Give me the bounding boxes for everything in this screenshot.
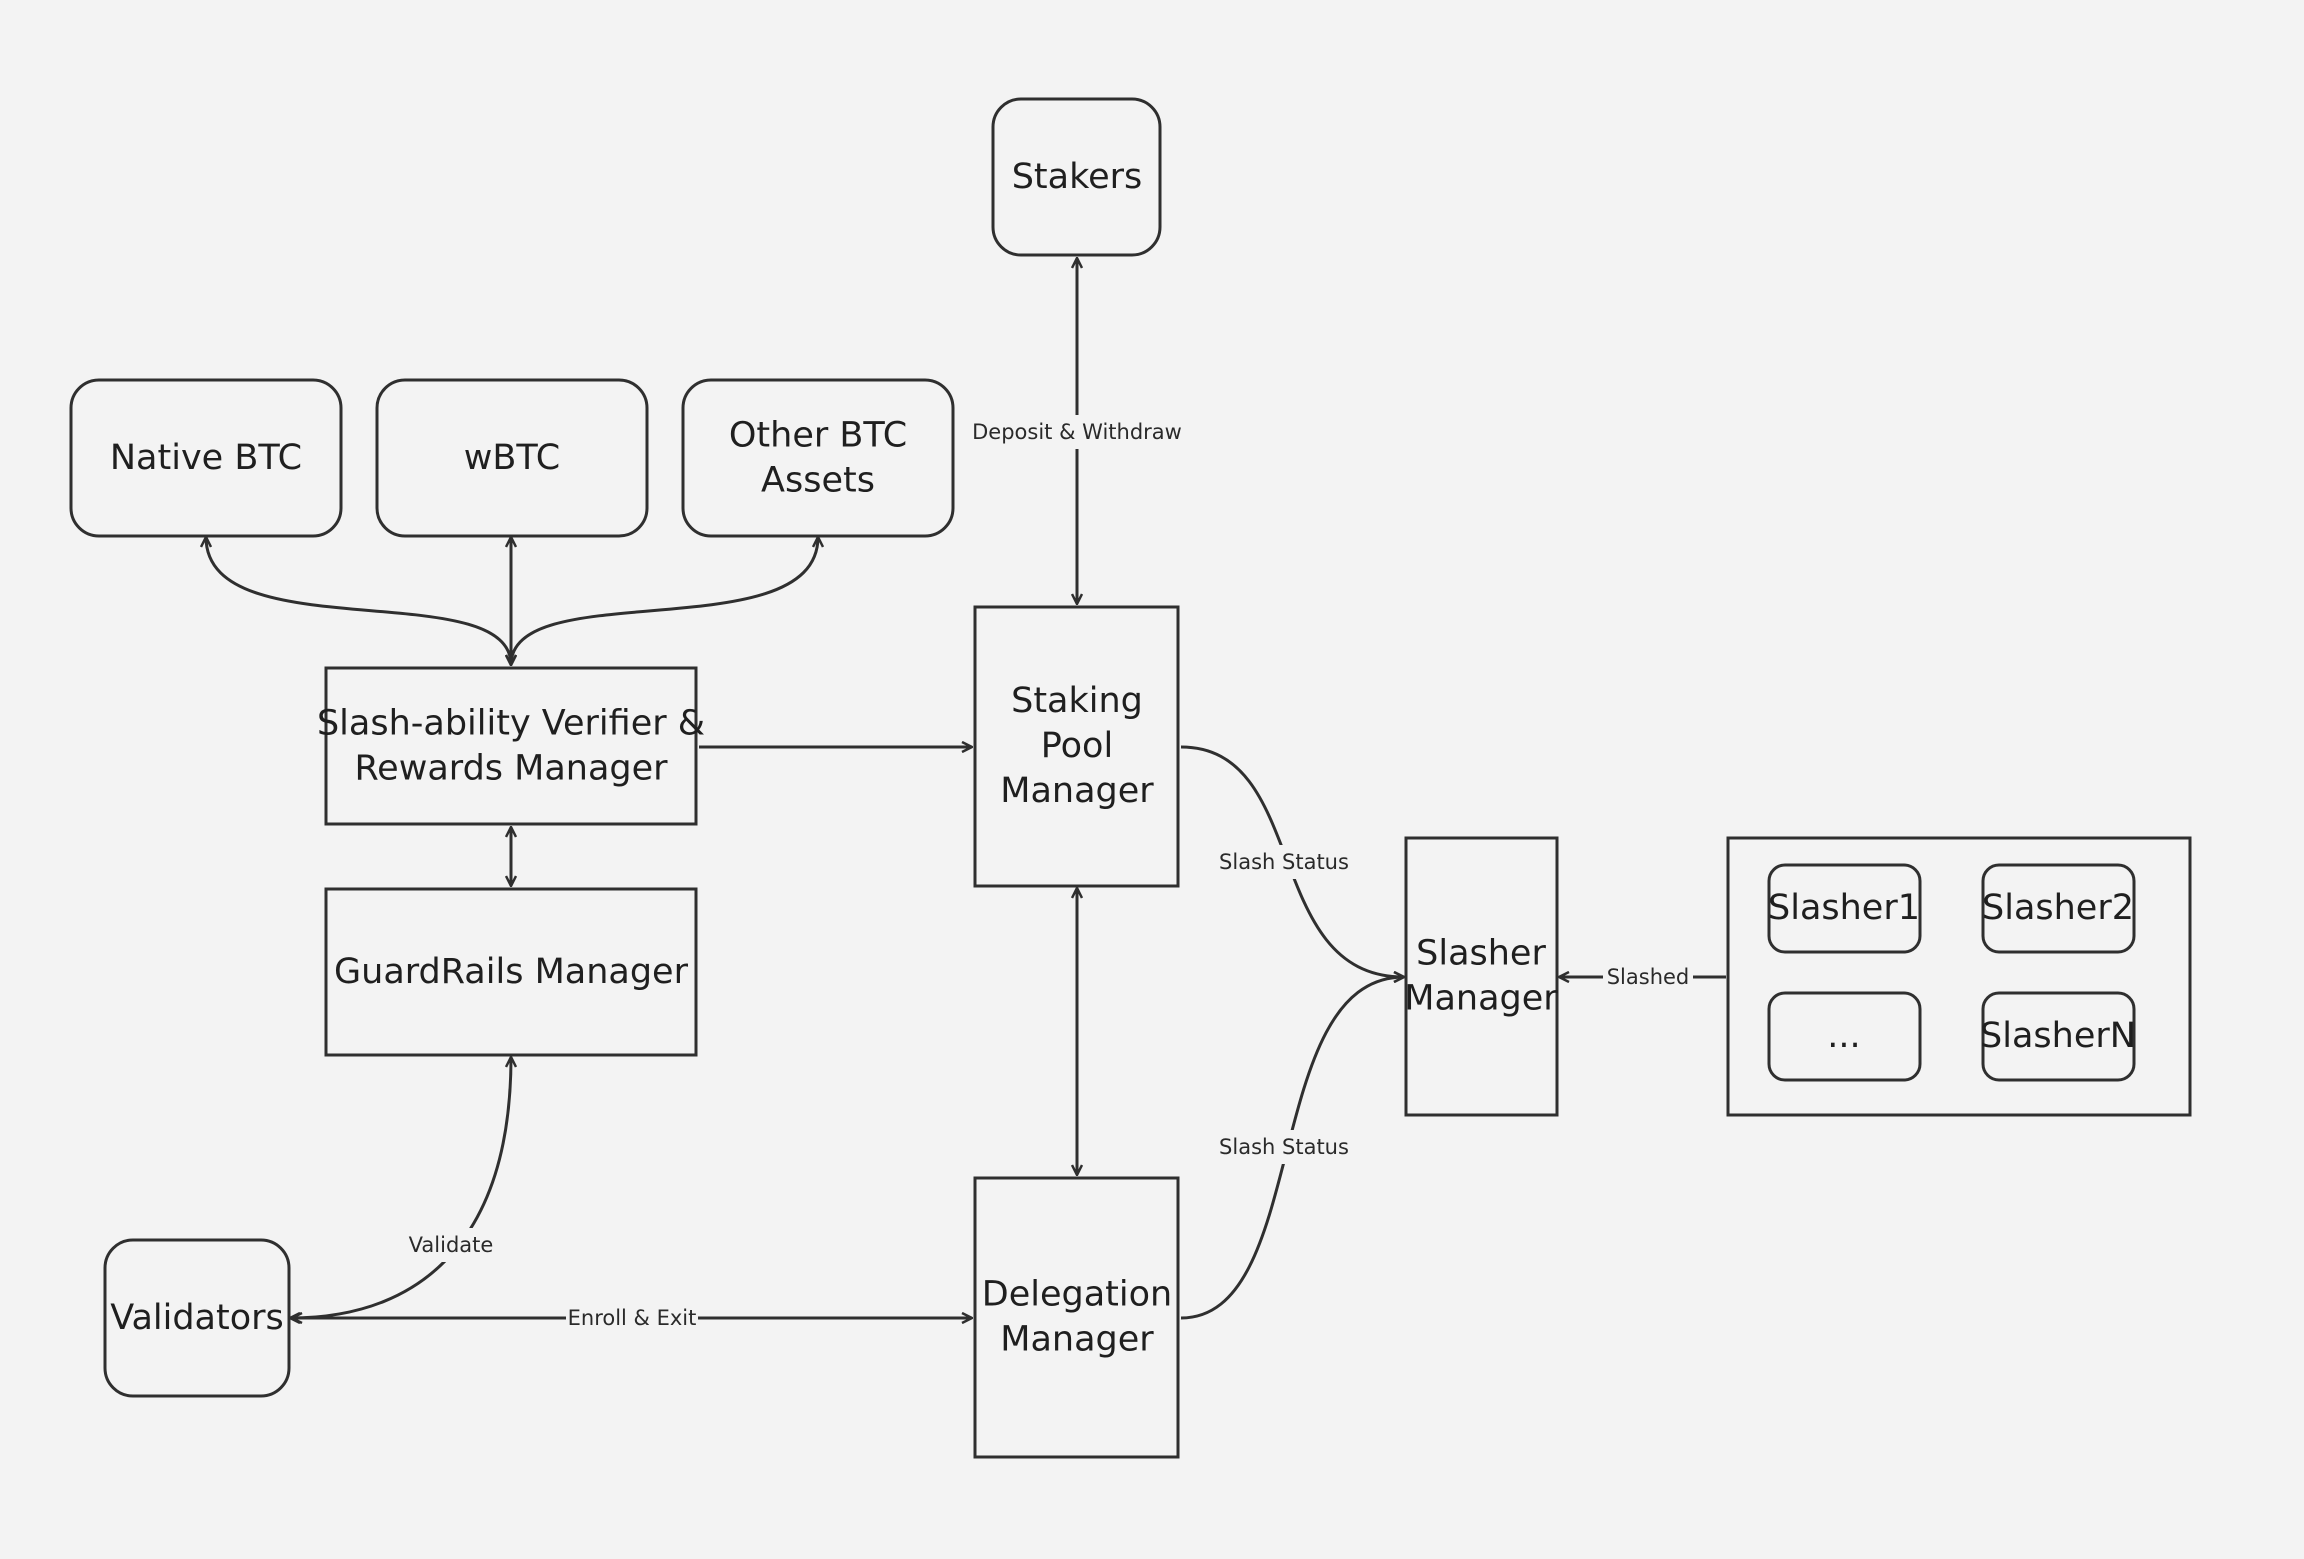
edge-label-deposit-withdraw: Deposit & Withdraw bbox=[970, 415, 1184, 449]
node-slasher-ellipsis-label: ... bbox=[1827, 1016, 1860, 1056]
node-label-line: GuardRails Manager bbox=[334, 952, 689, 992]
node-label-line: Manager bbox=[1000, 1320, 1154, 1360]
node-slashability-verifier-label: Slash-ability Verifier & Rewards Manager bbox=[317, 704, 705, 789]
node-label-line: Validators bbox=[110, 1298, 284, 1338]
node-native-btc-label: Native BTC bbox=[110, 438, 302, 478]
svg-text:Deposit & Withdraw: Deposit & Withdraw bbox=[972, 420, 1182, 444]
svg-text:Slashed: Slashed bbox=[1607, 965, 1690, 989]
edge-labels: Deposit & Withdraw Slash Status Slash St… bbox=[404, 415, 1693, 1335]
node-label-line: Native BTC bbox=[110, 438, 302, 478]
svg-text:Validate: Validate bbox=[409, 1233, 494, 1257]
svg-text:Slash Status: Slash Status bbox=[1219, 1135, 1349, 1159]
svg-text:Slash Status: Slash Status bbox=[1219, 850, 1349, 874]
node-guardrails-manager: GuardRails Manager bbox=[324, 887, 698, 1057]
node-label-line: wBTC bbox=[464, 438, 560, 478]
node-slashers-container: Slasher1 Slasher2 ... SlasherN bbox=[1726, 836, 2192, 1117]
node-label-line: Assets bbox=[761, 461, 875, 501]
node-guardrails-manager-label: GuardRails Manager bbox=[334, 952, 689, 992]
node-native-btc: Native BTC bbox=[69, 378, 343, 538]
edge-label-enroll-exit: Enroll & Exit bbox=[566, 1301, 698, 1335]
node-slashability-verifier: Slash-ability Verifier & Rewards Manager bbox=[317, 666, 705, 826]
node-slasher-ellipsis: ... bbox=[1767, 991, 1922, 1082]
node-label-line: Staking bbox=[1011, 681, 1143, 721]
node-slashern: SlasherN bbox=[1980, 991, 2136, 1082]
edge-label-slashed: Slashed bbox=[1603, 960, 1693, 994]
edge-guardrails-validators bbox=[290, 1057, 511, 1318]
node-stakers: Stakers bbox=[991, 97, 1162, 257]
node-label-line: Manager bbox=[1404, 979, 1558, 1019]
node-label-line: Pool bbox=[1041, 726, 1113, 766]
node-wbtc: wBTC bbox=[375, 378, 649, 538]
node-slasher1: Slasher1 bbox=[1767, 863, 1922, 954]
edge-native-btc-verifier bbox=[206, 537, 511, 665]
node-other-btc-assets: Other BTC Assets bbox=[681, 378, 955, 538]
node-slasher2-label: Slasher2 bbox=[1982, 888, 2134, 928]
svg-text:Enroll & Exit: Enroll & Exit bbox=[568, 1306, 697, 1330]
edge-label-validate: Validate bbox=[404, 1228, 498, 1262]
node-label-line: SlasherN bbox=[1980, 1016, 2136, 1056]
node-label-line: Slasher2 bbox=[1982, 888, 2134, 928]
edge-other-btc-verifier bbox=[511, 537, 818, 665]
node-slashern-label: SlasherN bbox=[1980, 1016, 2136, 1056]
node-label-line: Slasher1 bbox=[1768, 888, 1920, 928]
node-label-line: Stakers bbox=[1012, 157, 1143, 197]
node-label-line: Delegation bbox=[982, 1275, 1172, 1315]
node-slasher1-label: Slasher1 bbox=[1768, 888, 1920, 928]
node-stakers-label: Stakers bbox=[1012, 157, 1143, 197]
node-validators-label: Validators bbox=[110, 1298, 284, 1338]
edge-label-slash-status-pool: Slash Status bbox=[1219, 845, 1349, 879]
node-label-line: Slash-ability Verifier & bbox=[317, 704, 705, 744]
node-label-line: Other BTC bbox=[729, 416, 907, 456]
node-validators: Validators bbox=[103, 1238, 291, 1398]
node-label-line: ... bbox=[1827, 1016, 1860, 1056]
node-other-btc-assets-label: Other BTC Assets bbox=[729, 416, 907, 501]
node-label-line: Slasher bbox=[1416, 934, 1546, 974]
node-slasher2: Slasher2 bbox=[1981, 863, 2136, 954]
node-label-line: Rewards Manager bbox=[354, 749, 668, 789]
node-wbtc-label: wBTC bbox=[464, 438, 560, 478]
node-label-line: Manager bbox=[1000, 771, 1154, 811]
edge-label-slash-status-delegation: Slash Status bbox=[1219, 1130, 1349, 1164]
